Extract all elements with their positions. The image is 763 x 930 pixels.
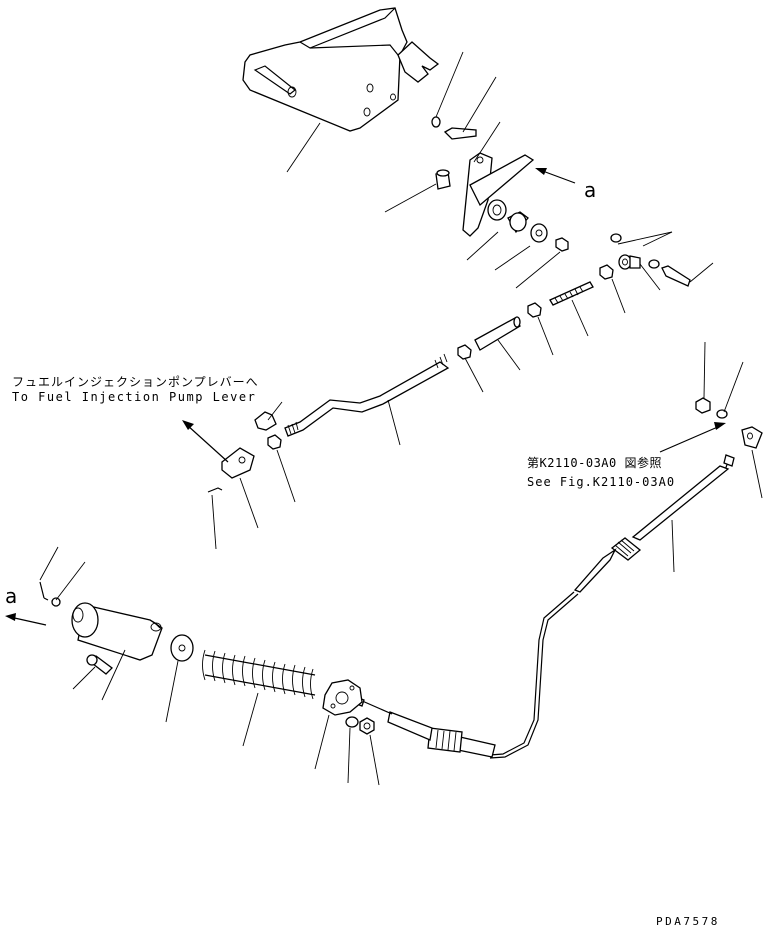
washer-right-2 [648, 259, 660, 269]
pin-left [39, 581, 49, 601]
rod-end-upper-right [741, 426, 763, 449]
bolt-top [443, 127, 477, 140]
bent-control-rod [284, 353, 450, 437]
nut-cable-end [359, 717, 375, 735]
arrow-a-top [535, 168, 576, 184]
nut-top [555, 237, 569, 252]
threaded-stud [549, 281, 594, 306]
washer-right [610, 233, 622, 243]
bushing-left [435, 169, 451, 190]
leader-lines [39, 51, 763, 786]
note-fuel-pump-jp: フュエルインジェクションポンプレバーへ [12, 375, 259, 389]
note-ref-en: See Fig.K2110-03A0 [527, 475, 675, 489]
washer-small-top [431, 116, 441, 128]
note-fuel-pump-en: To Fuel Injection Pump Lever [12, 390, 256, 404]
nut-right [599, 264, 614, 280]
turnbuckle [474, 316, 521, 351]
arrow-a-left [5, 613, 47, 626]
spring-seat [170, 634, 194, 662]
collar [507, 211, 529, 234]
nut-ball-joint [267, 434, 282, 450]
washer-cable-end [345, 716, 359, 728]
nut-mid [527, 302, 542, 318]
nut-left-mid [457, 344, 472, 360]
nut-upper-right [695, 397, 711, 414]
lever-assembly [462, 152, 535, 237]
bracket-hook [397, 41, 440, 83]
marker-a-left: a [5, 584, 17, 608]
bolt-cylinder [86, 654, 113, 675]
ball-joint [254, 411, 277, 431]
lever-clevis [221, 447, 255, 479]
washer-left [51, 597, 61, 607]
control-cable [353, 454, 735, 759]
marker-a-top: a [584, 178, 596, 202]
arrow-see-fig [659, 422, 726, 453]
return-spring [202, 649, 316, 700]
cylinder-housing [71, 602, 163, 661]
flange-plate [322, 679, 363, 716]
arrow-fuel-pump [182, 420, 229, 463]
rod-end-top-right [618, 254, 641, 270]
bolt-right [661, 265, 691, 287]
washer-upper-right [716, 409, 728, 419]
note-ref-jp: 第K2110-03A0 図参照 [527, 455, 662, 470]
drawing-code: PDA7578 [656, 915, 720, 928]
washer-large [530, 223, 548, 243]
cotter-pin-left [207, 487, 223, 493]
bracket-plate [242, 7, 408, 132]
